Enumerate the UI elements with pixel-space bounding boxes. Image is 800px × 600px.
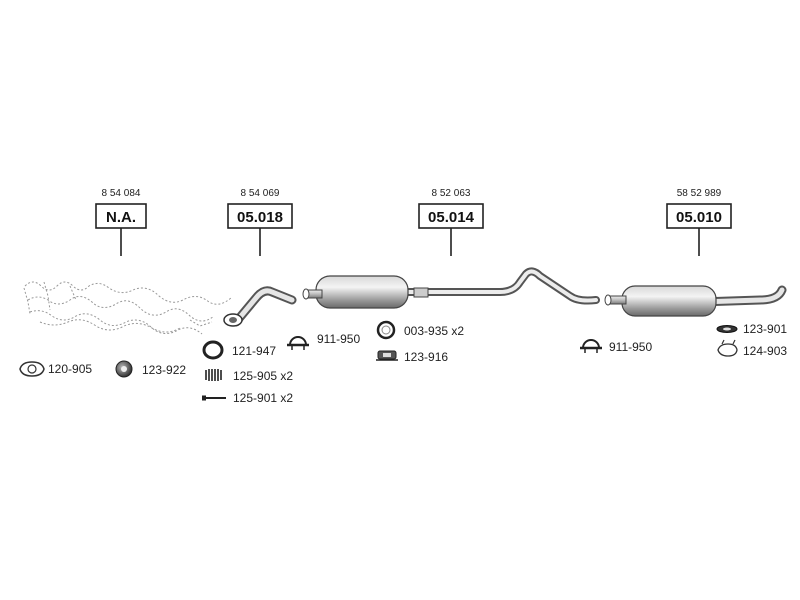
ring-icon [376,320,396,340]
part-label: 911-950 [317,332,360,346]
part-125-905: 125-905 x2 [205,369,293,383]
hanger-loop-icon [717,339,738,357]
section-code: 05.010 [676,209,722,226]
section-05-014: 8 52 063 05.014 [418,188,484,256]
flange-gasket-icon [19,361,45,377]
part-125-901: 125-901 x2 [202,391,293,405]
rubber-mount-icon [115,360,133,378]
part-003-935: 003-935 x2 [376,320,464,340]
bracket-mount-icon [376,350,398,361]
part-label: 123-916 [404,350,448,364]
part-label: 125-901 x2 [233,391,293,405]
part-123-901: 123-901 [716,322,787,336]
part-label: 123-901 [743,322,787,336]
part-label: 003-935 x2 [404,324,464,338]
part-123-916: 123-916 [376,350,448,364]
section-code: 05.018 [237,209,283,226]
part-121-947: 121-947 [202,340,276,360]
part-123-922: 123-922 [115,360,186,378]
front-pipe [223,286,297,327]
section-ref-number: 58 52 989 [677,188,722,199]
part-911-950-front: 911-950 [287,332,360,350]
part-label: 911-950 [609,340,652,354]
rear-muffler [604,285,787,317]
part-120-905: 120-905 [19,361,92,377]
spring-icon [205,369,222,381]
section-code-box [418,203,484,229]
section-na: 8 54 084 N.A. [95,188,147,256]
section-code: N.A. [106,209,136,226]
section-ref-number: 8 52 063 [432,188,471,199]
bolt-icon [202,395,226,401]
part-label: 123-922 [142,363,186,377]
part-label: 121-947 [232,344,276,358]
pipe-clamp-icon [287,336,309,350]
section-code-box [227,203,293,229]
section-ref-number: 8 54 084 [102,188,141,199]
section-ref-number: 8 54 069 [241,188,280,199]
section-code: 05.014 [428,209,475,226]
part-label: 120-905 [48,362,92,376]
middle-muffler [302,267,600,309]
part-911-950-rear: 911-950 [580,339,652,354]
part-label: 124-903 [743,344,787,358]
part-124-903: 124-903 [717,339,787,358]
rubber-hanger-icon [716,325,738,333]
exhaust-manifold [23,281,232,335]
sealing-ring-icon [202,340,224,360]
section-05-018: 8 54 069 05.018 [227,188,293,256]
section-05-010: 58 52 989 05.010 [666,188,732,256]
part-label: 125-905 x2 [233,369,293,383]
pipe-clamp-icon [580,339,602,353]
